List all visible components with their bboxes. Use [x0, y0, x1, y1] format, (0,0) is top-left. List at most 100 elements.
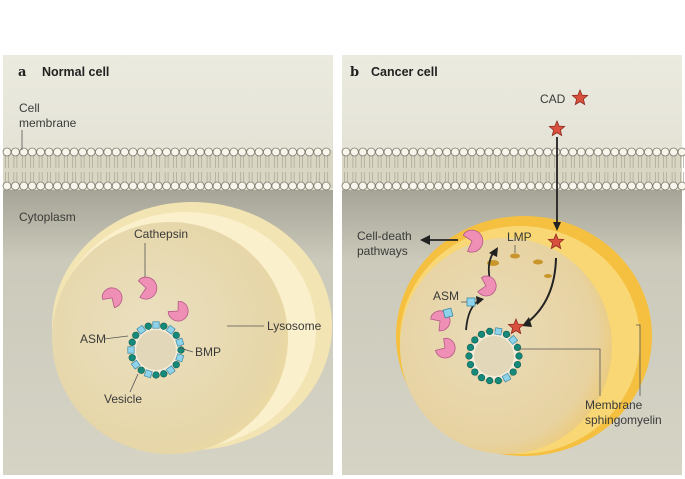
lipid-head: [660, 147, 670, 157]
lipid-head: [618, 181, 628, 191]
asm-square-icon: [130, 359, 141, 370]
bmp-dot-icon: [513, 343, 522, 352]
lipid-head: [358, 147, 368, 157]
bmp-dot-icon: [466, 360, 475, 369]
lipid-head: [518, 147, 527, 157]
lipid-head: [543, 147, 552, 157]
membrane-core: [342, 150, 682, 188]
lipid-head: [475, 147, 485, 157]
lipid-head: [204, 181, 214, 191]
lipid-head: [652, 181, 662, 191]
lipid-head: [44, 181, 54, 191]
lipid-head: [467, 181, 477, 191]
lipid-head: [391, 181, 401, 191]
lipid-head: [442, 147, 452, 157]
cathepsin-icon: [462, 229, 484, 253]
lipid-head: [560, 147, 569, 157]
bmp-dot-icon: [132, 331, 140, 339]
cell-membrane-label-line1: Cell: [19, 101, 40, 115]
lipid-head: [220, 147, 230, 157]
lipid-head: [36, 181, 45, 191]
lipid-head: [69, 147, 79, 157]
lipid-head: [61, 147, 71, 157]
bmp-dot-icon: [177, 346, 185, 354]
vesicle-b: [465, 327, 523, 385]
cell-membrane-b: [341, 147, 685, 191]
lipid-head: [602, 181, 611, 191]
asm-square-icon: [136, 324, 147, 335]
lipid-head: [593, 181, 603, 191]
lipid-head: [501, 147, 511, 157]
lipid-head: [204, 147, 214, 157]
lipid-head: [442, 181, 452, 191]
lipid-head: [375, 181, 385, 191]
lipid-head: [501, 181, 511, 191]
lmp-pore: [544, 274, 552, 278]
membrane-sphingomyelin-label-line2: sphingomyelin: [585, 413, 662, 427]
bmp-dot-icon: [128, 354, 136, 362]
vesicle-a: [127, 321, 185, 379]
lipid-head: [195, 147, 205, 157]
bmp-dot-icon: [172, 361, 180, 369]
bmp-dot-icon: [160, 322, 168, 330]
lipid-head: [618, 147, 628, 157]
lipid-head: [534, 147, 544, 157]
vesicle-label: Vesicle: [104, 392, 142, 406]
cathepsin-label: Cathepsin: [134, 227, 188, 241]
lipid-head: [341, 147, 351, 157]
lipid-head: [627, 181, 636, 191]
lipid-head: [288, 147, 298, 157]
lipid-head: [349, 147, 359, 157]
vesicle-pointer: [129, 373, 139, 393]
lipid-head: [288, 181, 298, 191]
lipid-head: [111, 147, 121, 157]
lipid-head: [492, 181, 502, 191]
asm-square-icon: [175, 353, 185, 363]
lipid-head: [383, 147, 393, 157]
lipid-head: [262, 147, 272, 157]
asm-pointer-a: [103, 335, 129, 340]
lipid-head: [19, 147, 29, 157]
lipid-head: [254, 147, 264, 157]
lipid-head: [526, 147, 536, 157]
cad-star-icon: [507, 317, 525, 335]
lipid-head: [178, 147, 188, 157]
lipid-head: [53, 181, 62, 191]
lipid-head: [128, 147, 138, 157]
sphingomyelin-pointer-vesicle: [518, 348, 601, 396]
bmp-dot-icon: [137, 366, 145, 374]
lipid-head: [341, 181, 351, 191]
lipid-head: [366, 181, 376, 191]
cathepsin-icon: [167, 301, 189, 322]
bmp-dot-icon: [160, 370, 168, 378]
lipid-head: [467, 147, 477, 157]
lipid-head: [136, 181, 146, 191]
cell-membrane-a: [2, 147, 333, 191]
lipid-head: [425, 147, 435, 157]
lipid-head: [425, 181, 435, 191]
cell-death-label-line2: pathways: [357, 244, 408, 258]
lipid-head: [246, 181, 256, 191]
lipid-head: [551, 181, 561, 191]
arrowhead-icon: [476, 296, 484, 305]
cad-label: CAD: [540, 92, 566, 106]
lipid-head: [187, 147, 197, 157]
asm-label-b: ASM: [433, 289, 459, 303]
lipid-head: [145, 181, 155, 191]
bmp-dot-icon: [152, 371, 160, 379]
lipid-head: [296, 147, 306, 157]
bmp-dot-icon: [128, 338, 136, 346]
cathepsin-icon: [137, 276, 158, 300]
bmp-dot-icon: [494, 377, 502, 385]
lipid-head: [229, 181, 239, 191]
lipid-head: [551, 147, 561, 157]
lipid-head: [145, 147, 155, 157]
lmp-pore: [533, 259, 543, 265]
lipid-head: [585, 181, 594, 191]
sphingomyelin-pointer-lysosome: [636, 324, 641, 396]
lipid-head: [593, 147, 603, 157]
lipid-head: [677, 147, 685, 157]
lipid-head: [602, 147, 611, 157]
lipid-head: [120, 181, 129, 191]
